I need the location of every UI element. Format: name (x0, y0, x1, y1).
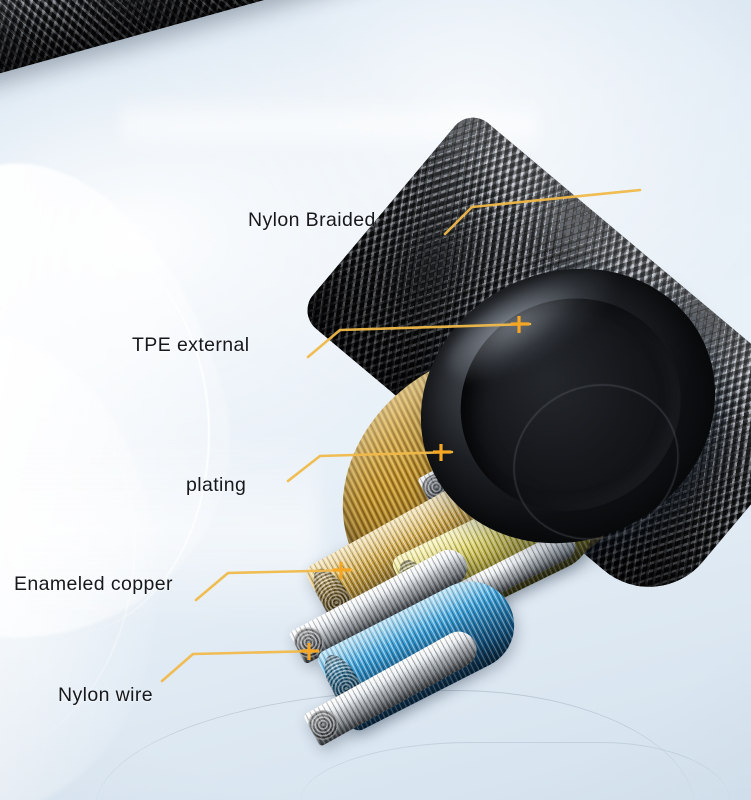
callout-label-tpe-external: TPE external (132, 334, 250, 356)
braid-shading (0, 0, 751, 107)
nylon-braided-sleeve-top (0, 0, 751, 238)
background-swoosh-secondary (0, 303, 192, 800)
callout-label-plating: plating (186, 474, 247, 496)
callout-label-nylon-wire: Nylon wire (58, 684, 154, 706)
callout-label-nylon-braided: Nylon Braided (248, 209, 376, 231)
background-sheen-left (0, 430, 320, 630)
braid-tube (0, 0, 751, 107)
callout-label-enameled-copper: Enameled copper (14, 573, 173, 595)
background-swoosh-edge (0, 215, 210, 635)
background-hairline-curve-2 (300, 742, 730, 800)
background-swoosh-primary (0, 124, 271, 686)
leader-line-nylon-wire (160, 649, 320, 683)
